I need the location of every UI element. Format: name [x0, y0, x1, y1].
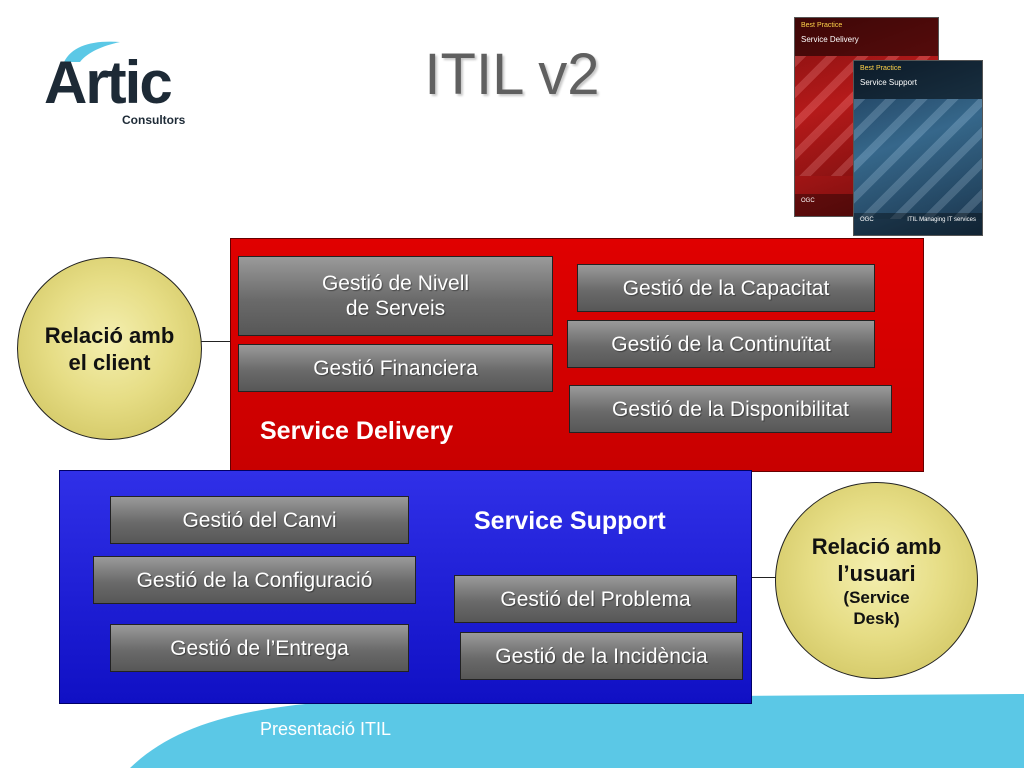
service-delivery-panel: Service Delivery Gestió de Nivell de Ser…	[230, 238, 924, 472]
process-change: Gestió del Canvi	[110, 496, 409, 544]
process-financial: Gestió Financiera	[238, 344, 553, 392]
book-series: Best Practice	[860, 65, 902, 72]
book-title: Service Delivery	[801, 35, 859, 44]
process-service-level: Gestió de Nivell de Serveis	[238, 256, 553, 336]
logo-swoosh-icon	[64, 41, 120, 62]
client-relation-circle: Relació amb el client	[17, 257, 202, 440]
process-incident: Gestió de la Incidència	[460, 632, 743, 680]
page-title: ITIL v2	[424, 42, 600, 107]
user-relation-text: Relació amb l’usuari	[811, 533, 942, 586]
logo-wordmark: Artic	[44, 49, 173, 116]
process-availability: Gestió de la Disponibilitat	[569, 385, 892, 433]
artic-logo: Artic Consultors	[44, 38, 194, 133]
process-configuration: Gestió de la Configuració	[93, 556, 416, 604]
process-release: Gestió de l’Entrega	[110, 624, 409, 672]
connector-user	[751, 577, 777, 578]
service-support-label: Service Support	[474, 507, 666, 535]
user-relation-subtext: (Service Desk)	[843, 587, 910, 628]
book-header: Best Practice Service Support	[854, 61, 982, 99]
book-publisher: OGC	[801, 198, 815, 204]
book-cover-art	[854, 99, 982, 219]
book-footer-text: ITIL Managing IT services	[907, 217, 976, 223]
client-relation-text: Relació amb el client	[44, 322, 175, 375]
logo-subtitle: Consultors	[122, 113, 186, 127]
service-support-panel: Service Support Gestió del Canvi Gestió …	[59, 470, 752, 704]
book-publisher: OGC	[860, 217, 874, 223]
book-title: Service Support	[860, 78, 917, 87]
book-series: Best Practice	[801, 22, 843, 29]
footer-text: Presentació ITIL	[260, 719, 392, 739]
footer-wave	[130, 694, 1024, 768]
user-relation-circle: Relació amb l’usuari (Service Desk)	[775, 482, 978, 679]
process-continuity: Gestió de la Continuïtat	[567, 320, 875, 368]
process-capacity: Gestió de la Capacitat	[577, 264, 875, 312]
book-service-support: Best Practice Service Support OGC ITIL M…	[853, 60, 983, 236]
book-footer: OGC ITIL Managing IT services	[854, 213, 982, 235]
process-problem: Gestió del Problema	[454, 575, 737, 623]
book-header: Best Practice Service Delivery	[795, 18, 938, 56]
service-delivery-label: Service Delivery	[260, 417, 454, 445]
connector-client	[200, 341, 231, 342]
